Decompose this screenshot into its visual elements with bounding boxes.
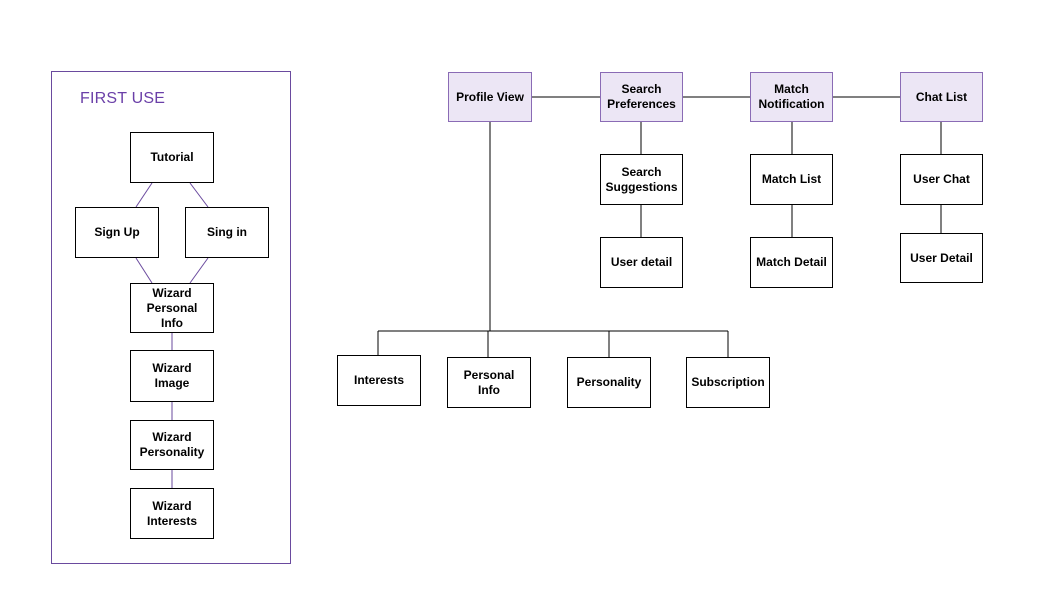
node-personality[interactable]: Personality: [567, 357, 651, 408]
node-match-detail[interactable]: Match Detail: [750, 237, 833, 288]
node-wizard-image[interactable]: Wizard Image: [130, 350, 214, 402]
first-use-connectors: [135, 182, 209, 488]
node-match-list[interactable]: Match List: [750, 154, 833, 205]
node-wizard-personality[interactable]: Wizard Personality: [130, 420, 214, 470]
node-user-chat[interactable]: User Chat: [900, 154, 983, 205]
node-interests[interactable]: Interests: [337, 355, 421, 406]
connector-signin-wizard: [189, 257, 209, 284]
connector-signup-wizard: [135, 257, 153, 284]
node-profile-view[interactable]: Profile View: [448, 72, 532, 122]
main-connectors: [377, 96, 942, 357]
node-user-detail-chat[interactable]: User Detail: [900, 233, 983, 283]
node-sign-in[interactable]: Sing in: [185, 207, 269, 258]
first-use-group: [51, 71, 291, 564]
node-subscription[interactable]: Subscription: [686, 357, 770, 408]
connector-tutorial-signin: [189, 182, 209, 208]
connector-tutorial-signup: [135, 182, 153, 208]
node-sign-up[interactable]: Sign Up: [75, 207, 159, 258]
node-user-detail-search[interactable]: User detail: [600, 237, 683, 288]
node-tutorial[interactable]: Tutorial: [130, 132, 214, 183]
node-personal-info[interactable]: Personal Info: [447, 357, 531, 408]
node-search-preferences[interactable]: Search Preferences: [600, 72, 683, 122]
node-wizard-interests[interactable]: Wizard Interests: [130, 488, 214, 539]
node-search-suggestions[interactable]: Search Suggestions: [600, 154, 683, 205]
group-title: FIRST USE: [80, 90, 166, 107]
node-wizard-personal-info[interactable]: Wizard Personal Info: [130, 283, 214, 333]
node-match-notification[interactable]: Match Notification: [750, 72, 833, 122]
node-chat-list[interactable]: Chat List: [900, 72, 983, 122]
